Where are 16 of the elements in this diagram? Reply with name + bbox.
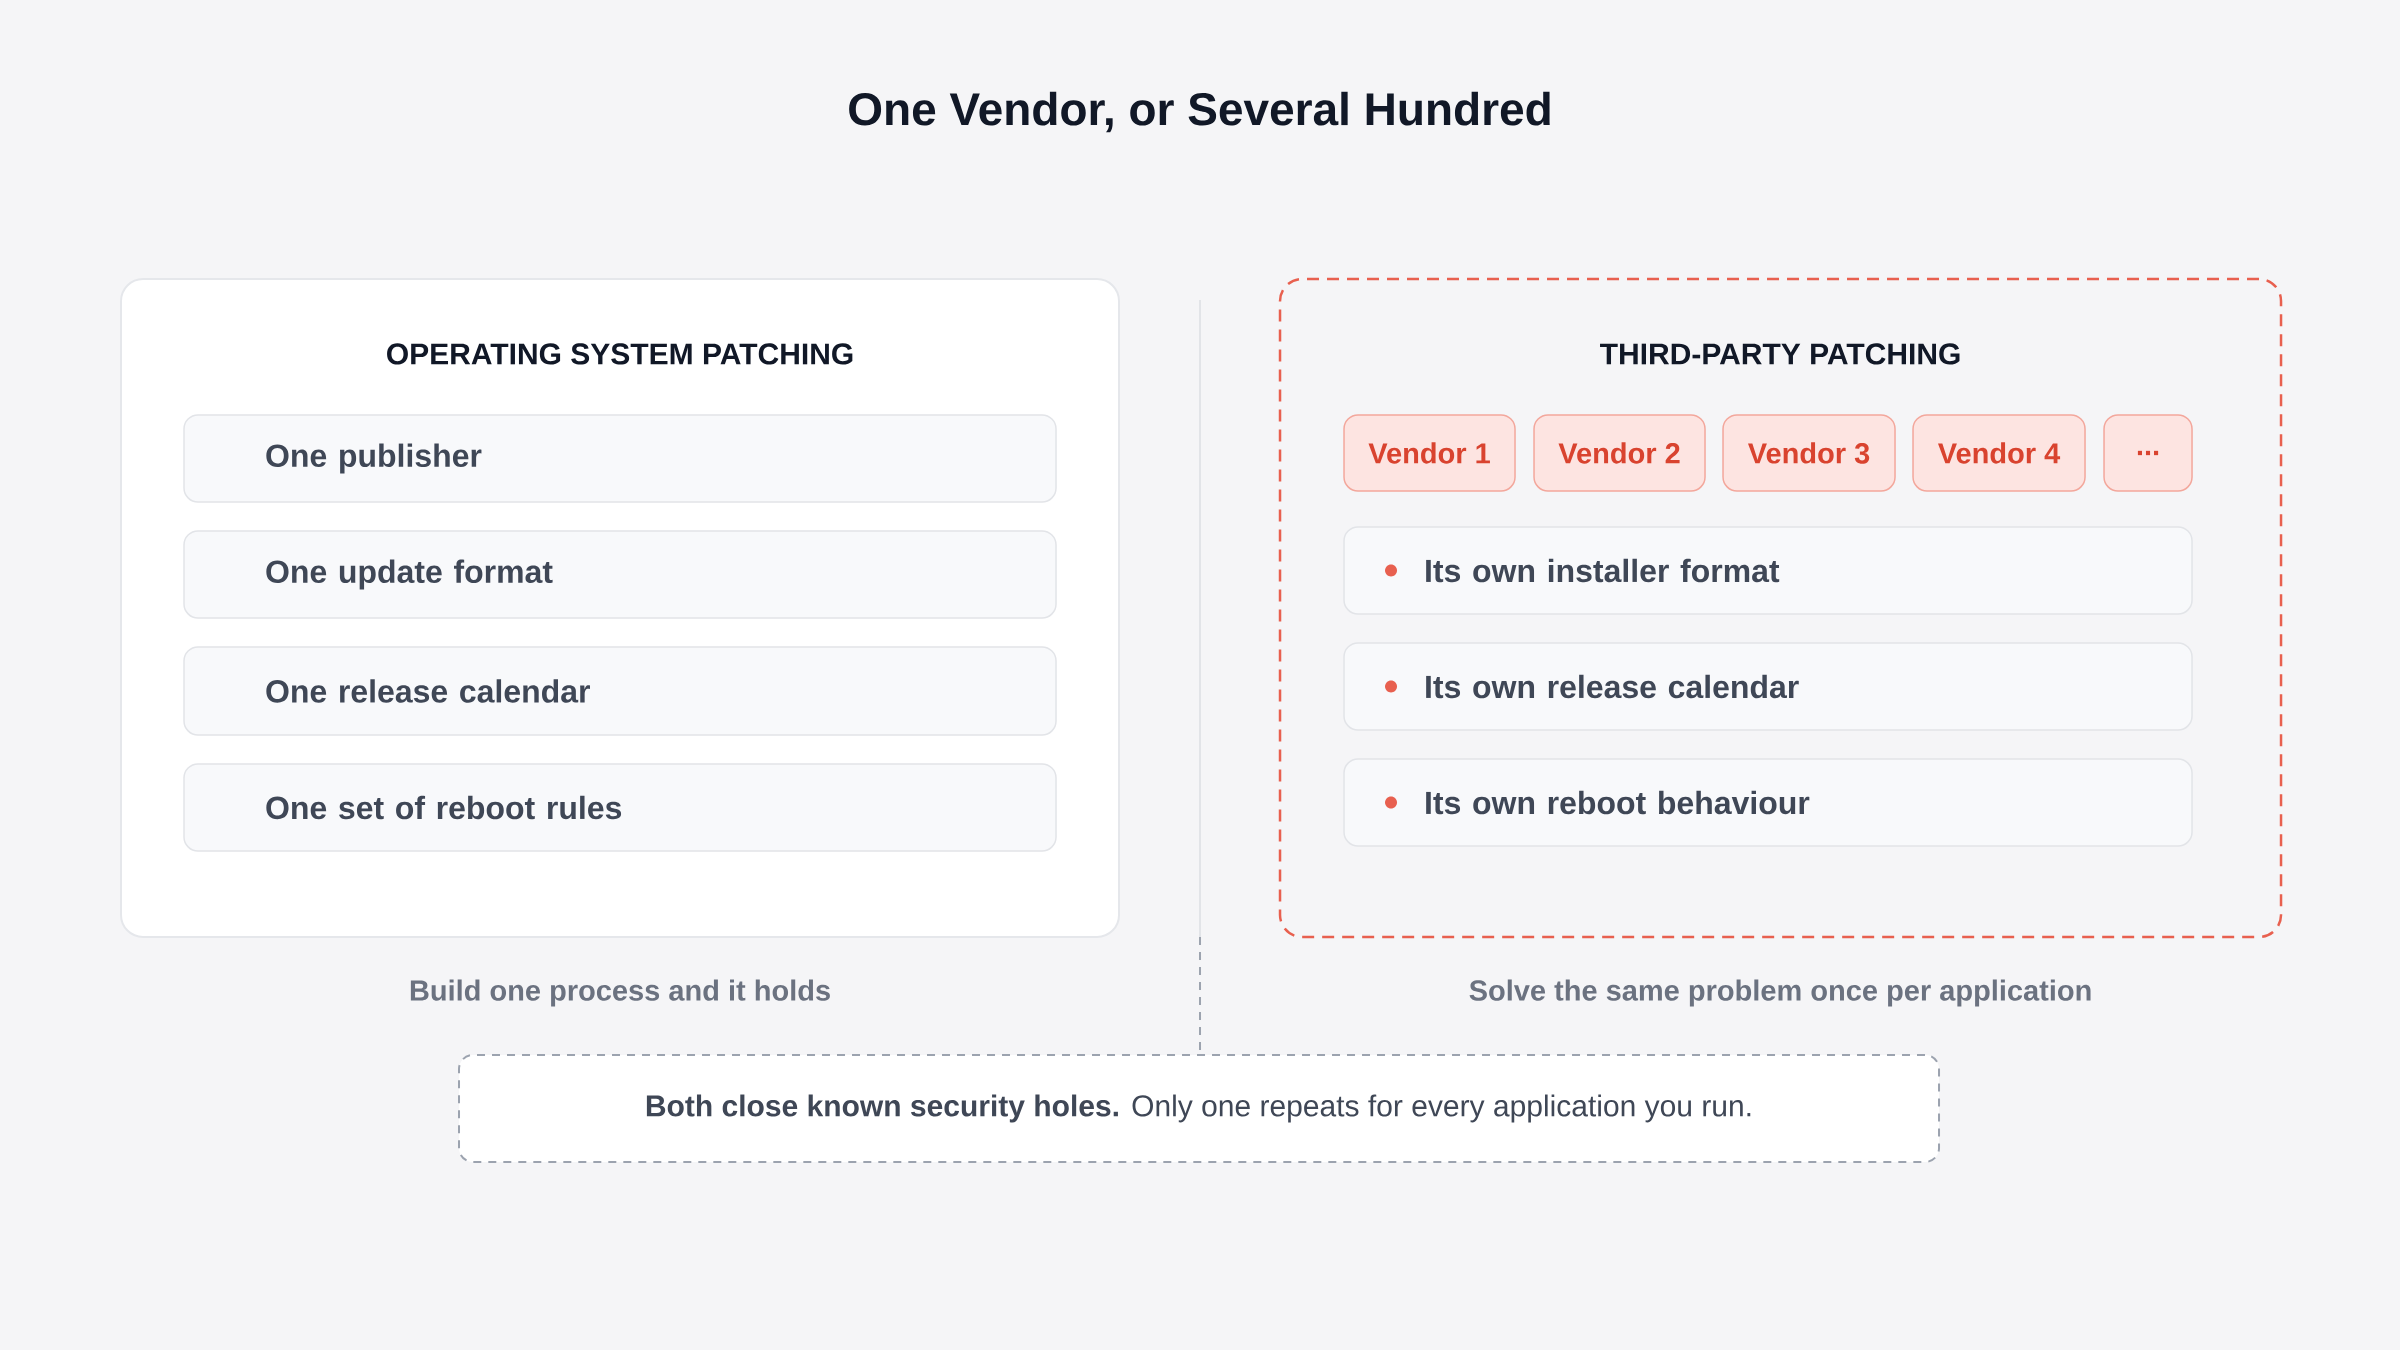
title: One Vendor, or Several Hundred — [849, 91, 1550, 133]
node-label: Build one process and it holds — [410, 979, 830, 1007]
vendor-chip: Vendor 4 — [1912, 414, 2086, 492]
vendor-chip: ... — [2103, 414, 2193, 492]
node-label: Solve the same problem once per application — [1469, 979, 2091, 1007]
vendor-chip: Vendor 3 — [1722, 414, 1896, 492]
bullet-row: Its own reboot behaviour — [1343, 758, 2193, 847]
list-row: One update format — [183, 530, 1057, 619]
vendor-chip: Vendor 2 — [1533, 414, 1706, 492]
bullet-row: Its own release calendar — [1343, 642, 2193, 731]
list-row: One publisher — [183, 414, 1057, 503]
list-row: One release calendar — [183, 646, 1057, 736]
note-box: Both close known security holes. Only one repeats for every application you run. — [458, 1054, 1941, 1163]
bullet-row: Its own installer format — [1343, 526, 2193, 615]
vendor-chip: Vendor 1 — [1343, 414, 1516, 492]
list-row: One set of reboot rules — [183, 763, 1057, 852]
